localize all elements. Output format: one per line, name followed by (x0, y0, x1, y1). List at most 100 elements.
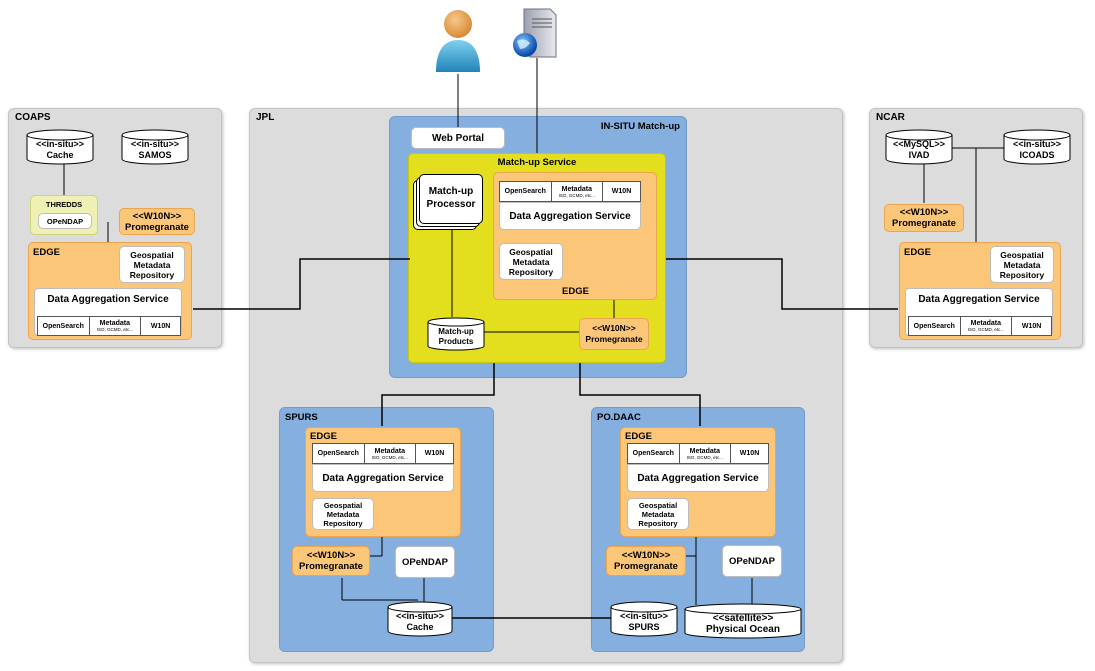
spurs-cache-tag: <<in-situ>> (395, 611, 445, 621)
podaac-metadata-sub: ISO, GCMD, etc... (686, 454, 723, 460)
ncar-icoads-db: <<in-situ>>ICOADS (1003, 129, 1071, 165)
spurs-cache-db: <<in-situ>>Cache (387, 601, 453, 637)
coaps-edge-box: EDGE Geospatial Metadata Repository Data… (28, 242, 192, 340)
web-portal[interactable]: Web Portal (411, 127, 505, 149)
podaac-pomegranate: <<W10N>> Promegranate (606, 546, 686, 576)
podaac-label: PO.DAAC (597, 412, 641, 423)
insitu-geo-line3: Repository (508, 266, 554, 277)
ncar-geo-line3: Repository (999, 269, 1045, 280)
coaps-pomegranate-label: Promegranate (125, 221, 189, 233)
podaac-metadata-label: Metadata (689, 447, 720, 455)
coaps-geo-line2: Metadata (133, 259, 171, 270)
spurs-metadata-label: Metadata (374, 447, 405, 455)
spurs-pomegranate: <<W10N>> Promegranate (292, 546, 370, 576)
podaac-geo-line1: Geospatial (638, 500, 678, 510)
insitu-metadata-label: Metadata (561, 185, 592, 193)
coaps-cache-name: Cache (46, 150, 74, 160)
coaps-w10n: W10N (150, 322, 171, 330)
ncar-geo-line2: Metadata (1003, 259, 1041, 270)
spurs-pomegranate-label: Promegranate (299, 561, 363, 572)
insitu-das-label: Data Aggregation Service (509, 211, 631, 222)
server-globe-icon (510, 5, 560, 61)
spurs-edge-label: EDGE (310, 431, 337, 442)
insitu-pomegranate-tag: <<W10N>> (592, 323, 636, 333)
ncar-icoads-name: ICOADS (1019, 150, 1055, 160)
ncar-pomegranate-tag: <<W10N>> (899, 207, 949, 218)
spurs-opendap-label: OPeNDAP (402, 556, 448, 568)
podaac-geo-line2: Metadata (641, 509, 675, 519)
podaac-das-label: Data Aggregation Service (637, 473, 759, 484)
podaac-geospatial: Geospatial Metadata Repository (627, 498, 689, 530)
ncar-metadata-sub: ISO, GCMD, etc... (967, 327, 1004, 332)
ocean-name: Physical Ocean (706, 624, 780, 635)
podaac-pomegranate-tag: <<W10N>> (621, 550, 671, 561)
ncar-w10n: W10N (1021, 322, 1042, 330)
ncar-icoads-tag: <<in-situ>> (1012, 139, 1062, 149)
insitu-edge-label: EDGE (562, 286, 589, 297)
user-icon (433, 6, 483, 74)
podaac-das: Data Aggregation Service (627, 464, 769, 492)
spurs-db: <<in-situ>>SPURS (610, 601, 678, 637)
insitu-geo-line1: Geospatial (509, 246, 553, 257)
podaac-pomegranate-label: Promegranate (614, 561, 678, 572)
ncar-label: NCAR (876, 112, 905, 123)
coaps-geo-line3: Repository (129, 269, 175, 280)
ncar-ivad-tag: <<MySQL>> (892, 139, 946, 149)
coaps-label: COAPS (15, 112, 51, 123)
spurs-db-name: SPURS (628, 622, 660, 632)
spurs-w10n: W10N (424, 450, 445, 457)
coaps-opendap: OPeNDAP (38, 213, 92, 229)
ncar-das-label: Data Aggregation Service (918, 294, 1040, 305)
ocean-tag: <<satellite>> (712, 613, 774, 624)
jpl-label: JPL (256, 112, 275, 123)
coaps-pomegranate: <<W10N>> Promegranate (119, 208, 195, 235)
matchup-service-label: Match-up Service (497, 157, 577, 168)
insitu-label: IN-SITU Match-up (600, 121, 680, 132)
thredds-label: THREDDS (45, 200, 83, 209)
coaps-geo-line1: Geospatial (130, 249, 174, 260)
coaps-edge-label: EDGE (33, 247, 60, 258)
ncar-ivad-name: IVAD (908, 150, 930, 160)
coaps-thredds-box: THREDDS OPeNDAP (30, 195, 98, 235)
web-portal-label: Web Portal (431, 132, 485, 144)
coaps-geospatial: Geospatial Metadata Repository (119, 246, 185, 283)
coaps-das-label: Data Aggregation Service (47, 294, 169, 305)
spurs-geospatial: Geospatial Metadata Repository (312, 498, 374, 530)
products-line1: Match-up (438, 327, 474, 336)
podaac-opendap-label: OPeNDAP (729, 555, 775, 567)
spurs-geo-line2: Metadata (326, 509, 360, 519)
coaps-metadata-label: Metadata (99, 320, 131, 327)
podaac-w10n: W10N (739, 450, 760, 457)
ncar-geo-line1: Geospatial (1000, 249, 1044, 260)
processor-line1: Match-up (428, 186, 474, 197)
ncar-metadata-label: Metadata (970, 320, 1002, 327)
podaac-opensearch: OpenSearch (628, 444, 680, 463)
spurs-das: Data Aggregation Service (312, 464, 454, 492)
coaps-samos-db: <<in-situ>>SAMOS (121, 129, 189, 165)
ncar-ivad-db: <<MySQL>>IVAD (885, 129, 953, 165)
podaac-edge-label: EDGE (625, 431, 652, 442)
coaps-opensearch: OpenSearch (38, 317, 90, 335)
spurs-geo-line3: Repository (323, 518, 363, 528)
coaps-samos-name: SAMOS (138, 150, 172, 160)
podaac-opendap: OPeNDAP (722, 545, 782, 577)
coaps-cache-tag: <<in-situ>> (35, 139, 85, 149)
ncar-das: Data Aggregation Service OpenSearch Meta… (905, 288, 1053, 336)
insitu-metadata-sub: ISO, GCMD, etc... (558, 192, 595, 198)
coaps-pomegranate-tag: <<W10N>> (132, 210, 182, 222)
spurs-das-label: Data Aggregation Service (322, 473, 444, 484)
spurs-opendap: OPeNDAP (395, 546, 455, 578)
insitu-geo-line2: Metadata (512, 256, 550, 267)
coaps-opendap-label: OPeNDAP (46, 216, 84, 226)
physical-ocean-db: <<satellite>>Physical Ocean (684, 603, 802, 639)
